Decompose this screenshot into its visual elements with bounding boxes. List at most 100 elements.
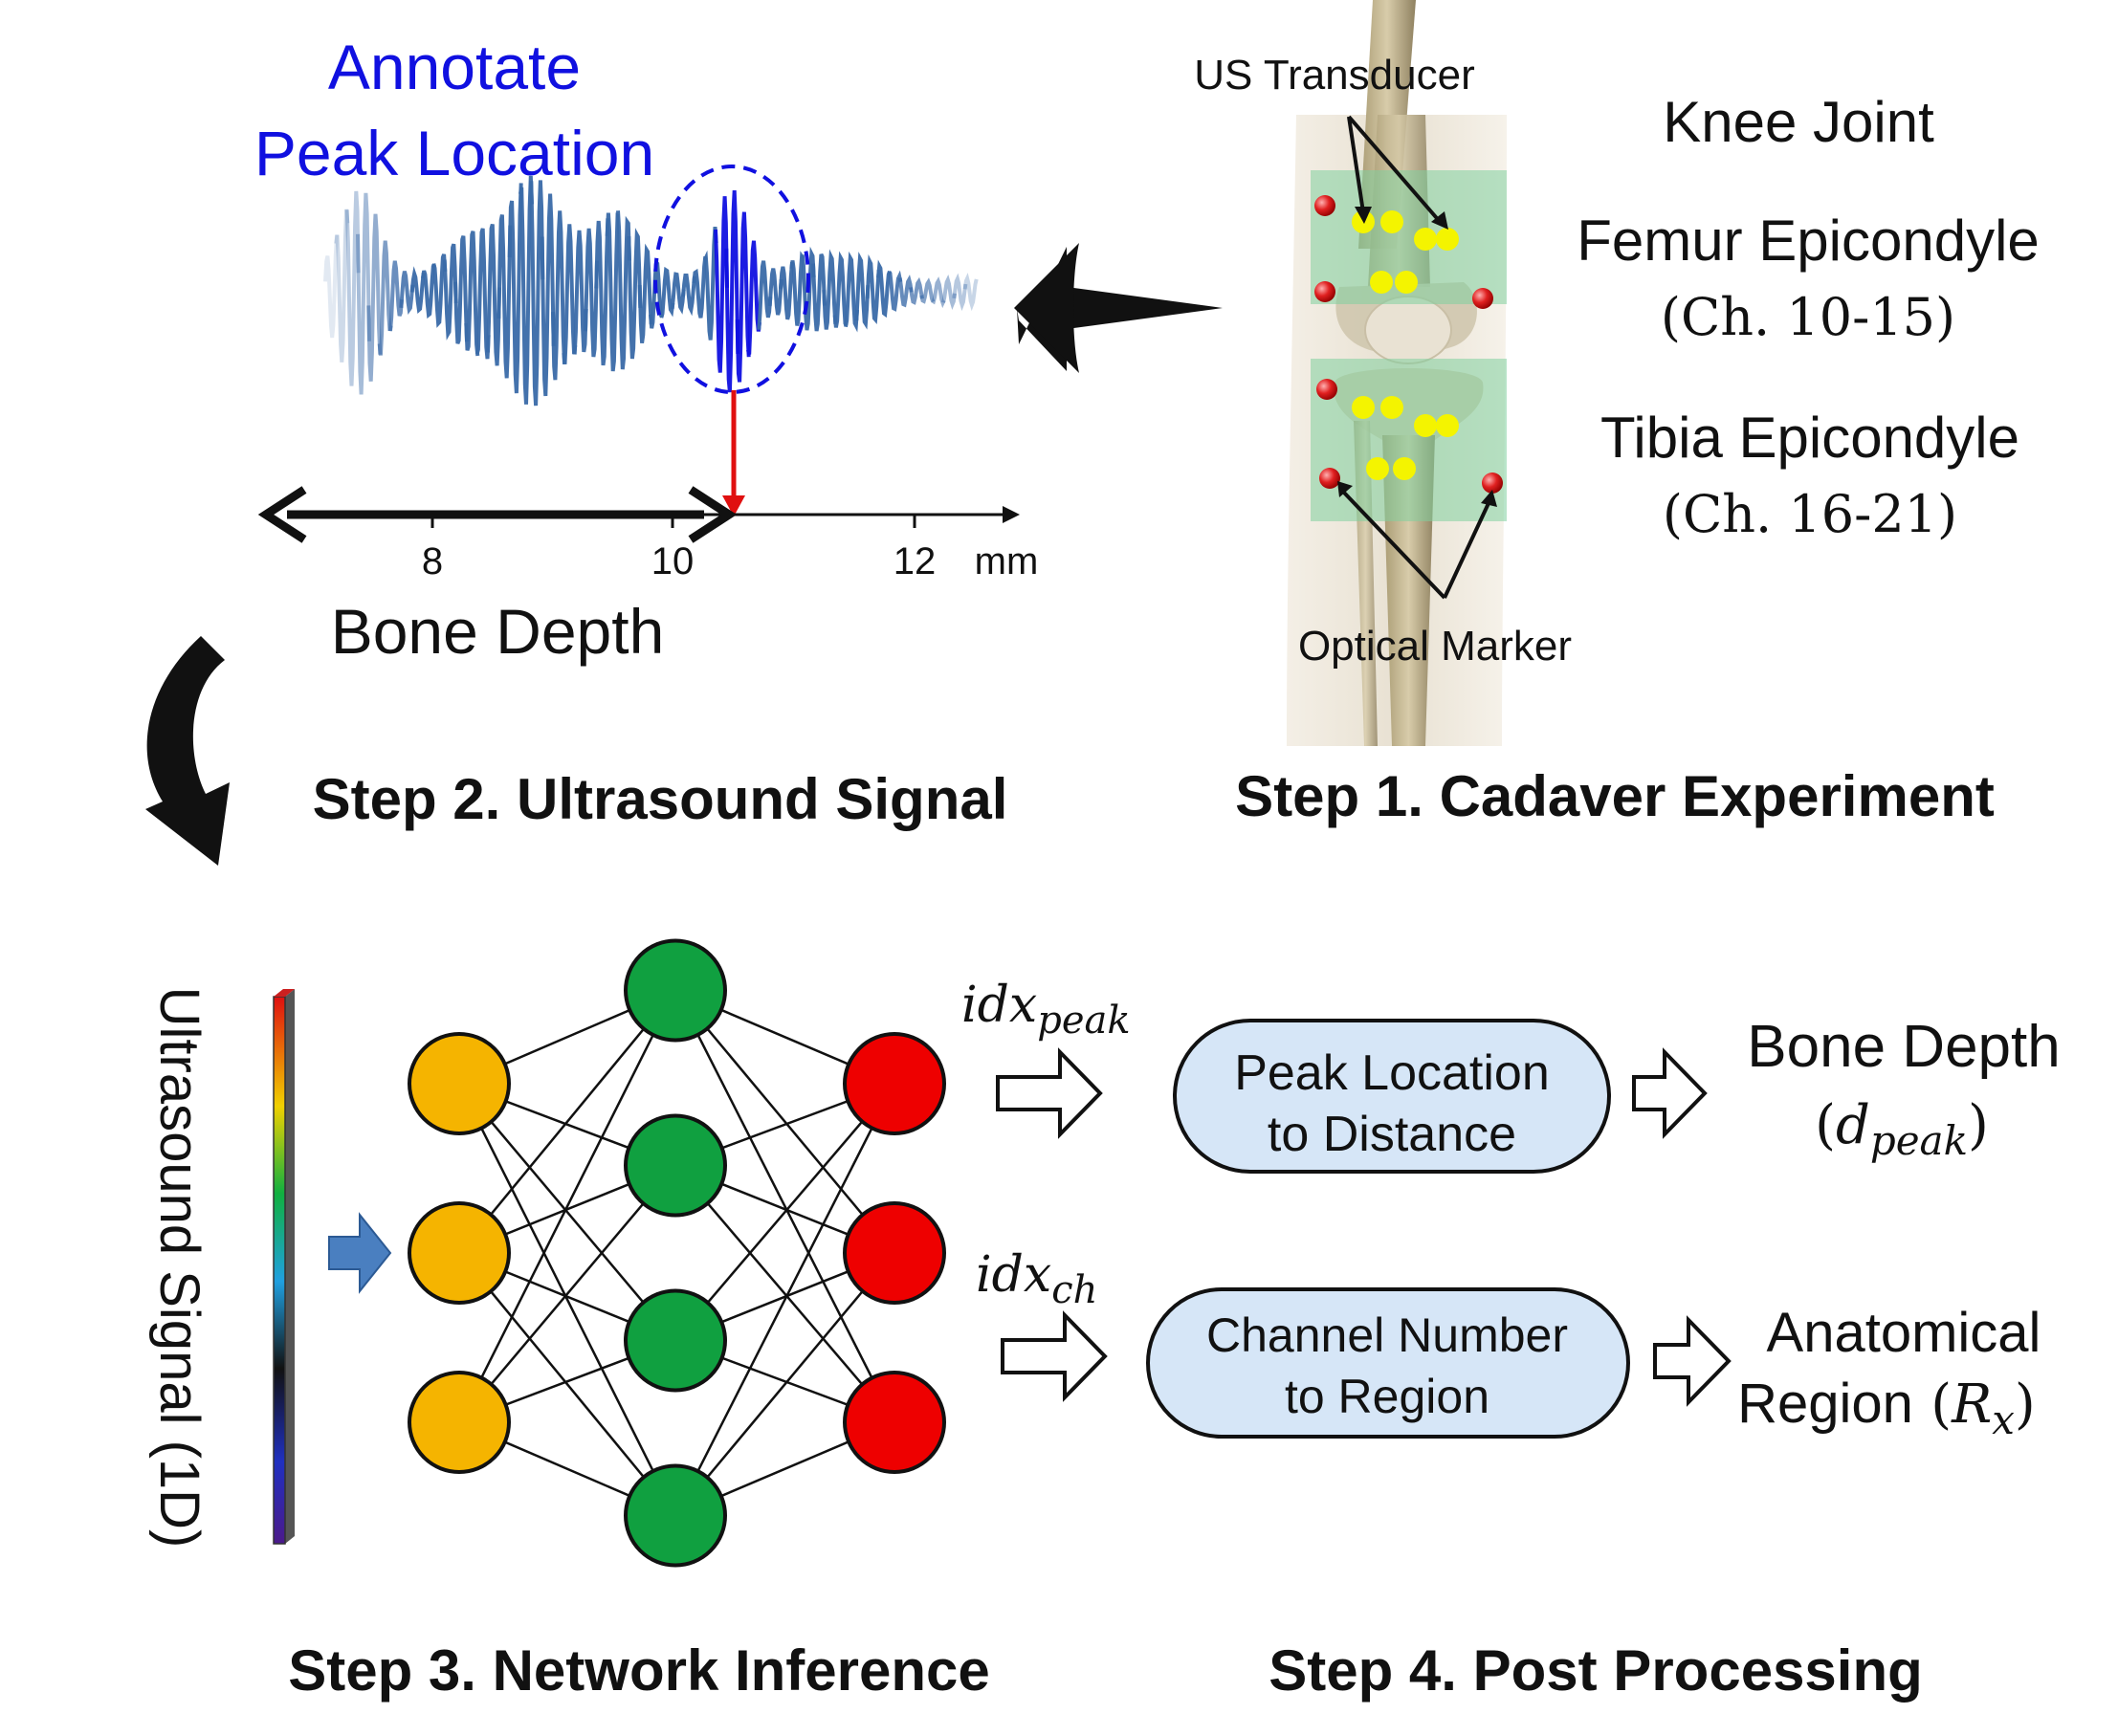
network-connections	[457, 989, 896, 1517]
marker-pointers	[1337, 481, 1497, 600]
idx-peak-label: idxpeak	[961, 977, 1131, 1043]
waveform-segment	[572, 230, 588, 355]
optical-marker-dot	[1314, 195, 1335, 216]
output-bone-depth: Bone Depth	[1747, 1014, 2060, 1080]
hidden-node	[624, 1288, 727, 1393]
input-node	[408, 1201, 511, 1305]
optical-marker-dot	[1314, 281, 1335, 302]
waveform-segment	[724, 190, 740, 393]
output-rx: (Rx)	[1930, 1373, 2036, 1443]
waveform-segment	[876, 259, 892, 319]
step3-panel: Ultrasound Signal (1D) Step 3. Network I…	[148, 938, 990, 1703]
waveform-segment	[616, 210, 631, 370]
waveform-segment	[409, 266, 426, 315]
waveform-segment	[789, 251, 805, 326]
us-transducer-label: US Transducer	[1194, 52, 1474, 99]
tibia-channels-label: (Ch. 16-21)	[1663, 484, 1957, 544]
arrow-peak-to-box	[996, 1047, 1103, 1139]
network-edge	[458, 1164, 676, 1423]
hidden-node	[624, 1113, 727, 1218]
waveform-segment	[919, 277, 936, 304]
waveform-segment	[496, 214, 513, 379]
transducer-element-dot	[1436, 414, 1459, 437]
waveform-segment	[897, 275, 914, 308]
waveform-segment	[832, 251, 849, 328]
network-edge	[673, 1083, 896, 1517]
waveform-segment	[605, 212, 620, 372]
output-anatomical: Anatomical	[1767, 1302, 2041, 1364]
waveform-segment	[486, 223, 501, 366]
waveform-segment	[377, 240, 393, 356]
axis-unit: mm	[975, 540, 1039, 582]
transducer-element-dot	[1366, 457, 1389, 480]
transducer-element-dot	[1414, 228, 1437, 251]
waveform-segment	[584, 228, 599, 358]
waveform-segment	[442, 243, 458, 341]
box1-line2: to Distance	[1268, 1107, 1516, 1162]
network-edge	[674, 1164, 895, 1423]
waveform-segment	[692, 255, 708, 319]
hidden-node	[624, 1463, 727, 1568]
peak-depth-arrow	[722, 390, 745, 516]
network-edge	[673, 989, 896, 1423]
axis-tick-10: 10	[651, 540, 695, 582]
signal-colorbar	[273, 989, 295, 1545]
waveform-segment	[453, 235, 469, 344]
waveform-segment	[637, 243, 653, 343]
waveform-segment	[854, 252, 871, 330]
peak-highlight-ellipse	[653, 165, 810, 394]
transducer-element-dot	[1380, 396, 1403, 419]
peak-to-distance-box	[1173, 1019, 1611, 1174]
waveform-segment	[941, 274, 957, 311]
step1-to-step2-arrow	[1017, 247, 1223, 371]
bone-depth-double-arrow	[257, 486, 738, 543]
optical-marker-dot	[1482, 472, 1503, 494]
optical-marker-dot	[1316, 379, 1337, 400]
waveform-segment	[779, 261, 794, 320]
output-dpeak: (dpeak)	[1815, 1094, 1989, 1164]
transducer-element-dot	[1414, 414, 1437, 437]
network-edge	[457, 989, 677, 1423]
network-edge	[457, 1083, 677, 1517]
waveform-segment	[594, 218, 610, 366]
network-edge	[458, 989, 676, 1254]
waveform-segment	[865, 253, 881, 325]
waveform-segment	[822, 249, 838, 330]
box1-line1: Peak Location	[1234, 1045, 1550, 1101]
step1-to-step2-arrowhead	[1014, 243, 1079, 373]
transducer-pointers	[1347, 115, 1448, 230]
waveform-segment	[649, 257, 664, 329]
annotate-label-line1: Annotate	[328, 32, 581, 102]
step1-panel: US Transducer Optical Marker Knee Joint …	[1194, 0, 2040, 828]
network-edge	[674, 989, 895, 1254]
waveform-segment	[551, 210, 566, 381]
waveform-segment	[757, 260, 773, 330]
waveform-segment	[323, 234, 339, 339]
step4-caption: Step 4. Post Processing	[1269, 1638, 1923, 1703]
input-node	[408, 1371, 511, 1474]
network-edge	[674, 1083, 895, 1342]
transducer-element-dot	[1380, 210, 1403, 233]
input-node	[408, 1032, 511, 1135]
output-node	[843, 1201, 946, 1305]
network-edge	[458, 1083, 676, 1342]
waveform-segment	[931, 276, 946, 309]
waveform-segment	[464, 231, 480, 357]
waveform-segment	[562, 224, 578, 365]
transducer-element-dot	[1370, 271, 1393, 294]
transducer-element-dot	[1436, 228, 1459, 251]
ultrasound-waveform	[323, 175, 979, 407]
waveform-segment	[811, 253, 827, 332]
waveform-segment	[767, 268, 783, 316]
knee-joint-label: Knee Joint	[1663, 90, 1934, 154]
waveform-segment	[952, 273, 968, 312]
optical-marker-label: Optical Marker	[1298, 623, 1572, 670]
waveform-segment	[431, 253, 448, 328]
hidden-node	[624, 938, 727, 1043]
arrow-ch-to-box	[1001, 1310, 1108, 1402]
transducer-elements	[1352, 210, 1459, 480]
output-node	[843, 1371, 946, 1474]
optical-marker-dot	[1472, 288, 1493, 309]
